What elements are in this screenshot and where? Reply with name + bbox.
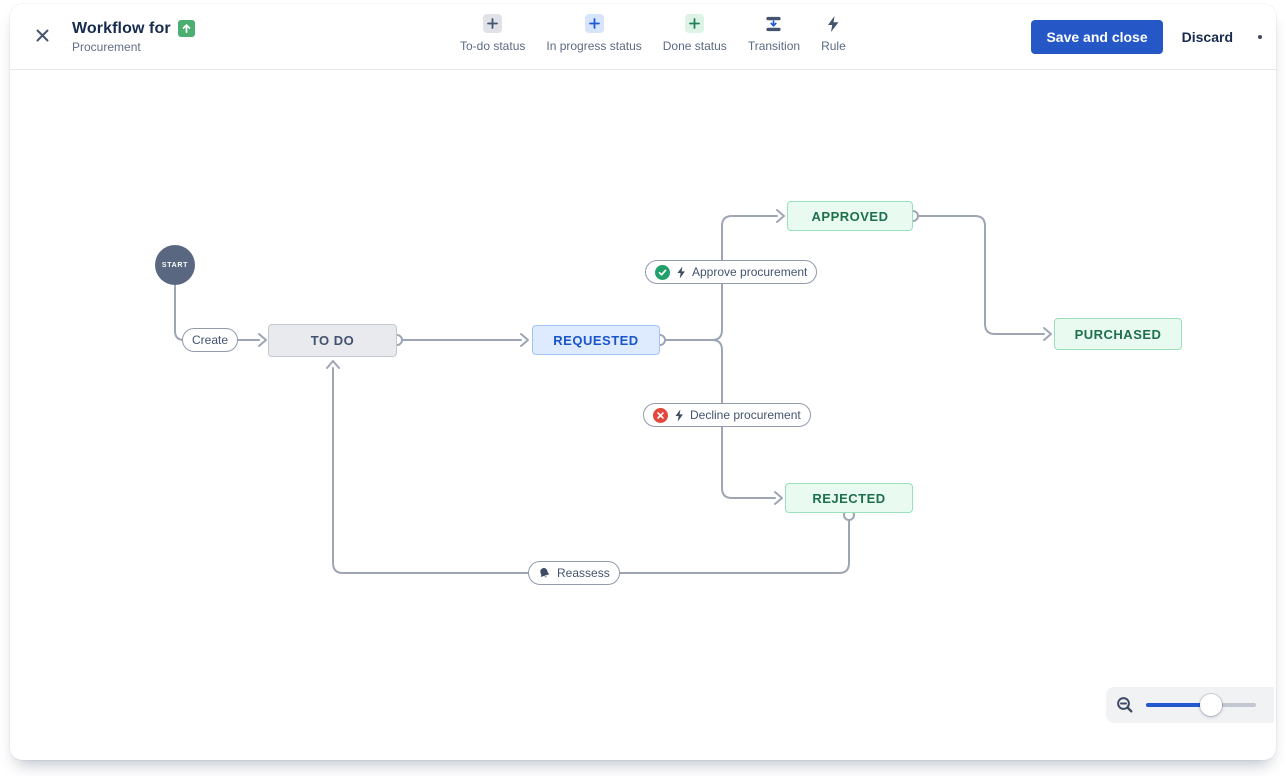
tool-label: Transition [747,39,801,53]
arrow-up-issue-type-icon [177,20,195,37]
close-button[interactable] [26,21,58,53]
tool-label: In progress status [546,39,642,53]
workflow-canvas[interactable]: START TO DO REQUESTED APPROVED PURCHASED… [10,70,1274,758]
more-indicator-dot [1258,35,1262,39]
transition-label: Reassess [557,566,610,580]
header-actions: Save and close Discard [1031,20,1262,54]
bell-icon [536,565,552,581]
plus-green-icon [685,14,705,33]
workflow-subtitle: Procurement [72,39,141,54]
editor-header: Workflow for Procurement To-do status In… [10,4,1276,70]
plus-blue-icon [584,14,604,33]
rule-bolt-icon [676,266,686,279]
zoom-control [1106,687,1274,723]
add-inprogress-status-button[interactable]: In progress status [544,12,643,55]
check-circle-icon [655,264,670,280]
editor-toolbar: To-do status In progress status Done sta… [458,12,848,55]
transition-label: Create [192,333,229,347]
status-node-todo[interactable]: TO DO [268,324,397,357]
transition-pill-decline[interactable]: Decline procurement [643,403,811,427]
edge-approved-purchased [918,215,1045,335]
close-icon [35,28,50,46]
add-rule-button[interactable]: Rule [819,12,848,55]
zoom-slider-track[interactable] [1146,694,1256,716]
page-title: Workflow for [72,19,171,37]
title-block: Workflow for Procurement [72,20,195,54]
plus-gray-icon [483,14,503,33]
status-node-purchased[interactable]: PURCHASED [1054,318,1182,350]
zoom-out-button[interactable] [1116,696,1134,714]
magnifier-minus-icon [1116,697,1134,717]
transition-pill-create[interactable]: Create [182,328,239,352]
tool-label: Done status [662,39,727,53]
transition-icon [764,14,783,33]
tool-label: Rule [821,39,846,53]
transition-pill-approve[interactable]: Approve procurement [645,260,818,284]
tool-label: To-do status [460,39,526,53]
start-node[interactable]: START [155,245,195,285]
workflow-edges [174,209,1052,574]
discard-button[interactable]: Discard [1169,20,1246,54]
workflow-editor-window: Workflow for Procurement To-do status In… [10,4,1276,760]
add-transition-button[interactable]: Transition [746,12,802,55]
transition-label: Decline procurement [690,408,801,422]
zoom-slider-fill [1146,703,1211,707]
transition-pill-reassess[interactable]: Reassess [528,561,620,585]
status-node-requested[interactable]: REQUESTED [532,325,660,355]
x-circle-icon [653,407,668,423]
lightning-bolt-icon [824,14,843,33]
zoom-slider-handle[interactable] [1200,694,1222,716]
status-node-approved[interactable]: APPROVED [787,201,913,231]
transition-label: Approve procurement [692,265,808,279]
save-and-close-button[interactable]: Save and close [1031,20,1163,54]
add-todo-status-button[interactable]: To-do status [458,12,527,55]
edge-rejected-todo [332,367,850,574]
rule-bolt-icon [674,409,684,422]
status-node-rejected[interactable]: REJECTED [785,483,913,513]
add-done-status-button[interactable]: Done status [661,12,729,55]
